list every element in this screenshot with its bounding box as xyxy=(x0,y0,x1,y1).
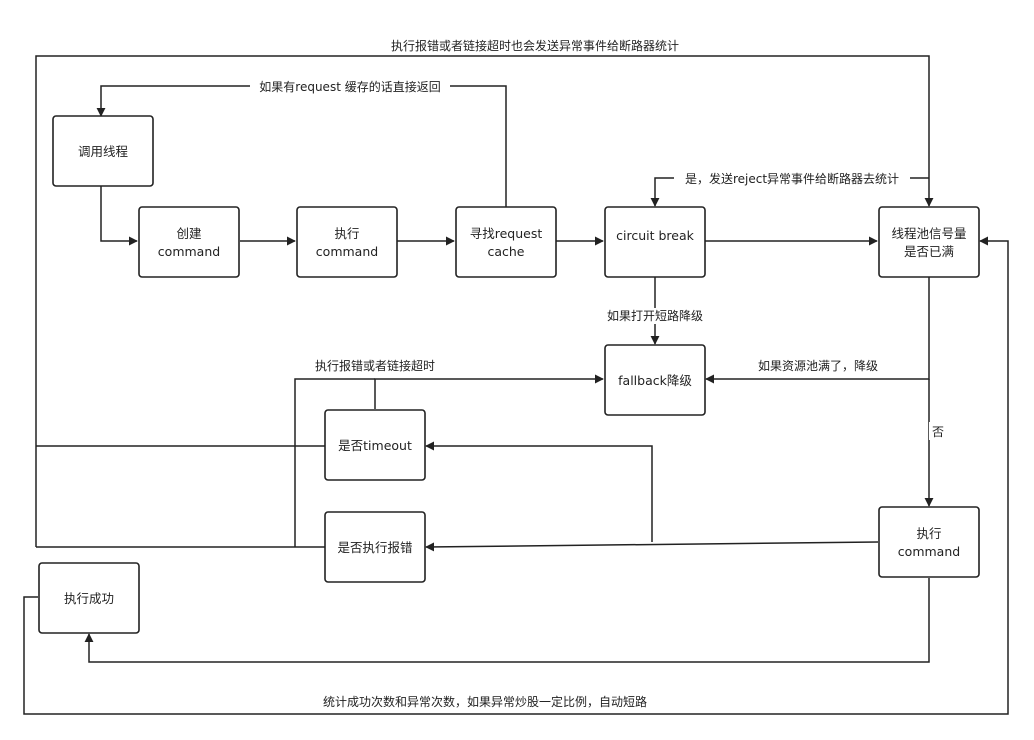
node-find-request-cache-line1: 寻找request xyxy=(470,226,543,241)
node-create-command-line1: 创建 xyxy=(176,226,202,241)
edge-call-to-create xyxy=(100,186,138,246)
node-call-thread-label: 调用线程 xyxy=(78,144,129,159)
node-create-command-line2: command xyxy=(158,244,220,259)
node-is-timeout[interactable]: 是否timeout xyxy=(324,409,426,481)
node-threadpool-full[interactable]: 线程池信号量 是否已满 xyxy=(878,206,980,278)
edge-stats-loop xyxy=(23,236,1009,715)
node-find-request-cache-line2: cache xyxy=(487,244,524,259)
node-execute-command-line1: 执行 xyxy=(334,226,359,241)
label-reject-report: 是，发送reject异常事件给断路器去统计 xyxy=(685,171,899,186)
node-execute-command-2[interactable]: 执行 command xyxy=(878,506,980,578)
node-execute-command-2-line1: 执行 xyxy=(916,526,941,541)
label-error-timeout-report: 执行报错或者链接超时也会发送异常事件给断路器统计 xyxy=(391,38,679,53)
edge-timeout-to-fallback xyxy=(374,374,604,409)
edge-execute2-to-success xyxy=(84,578,930,663)
node-fallback-label: fallback降级 xyxy=(618,373,692,388)
node-is-timeout-label: 是否timeout xyxy=(338,438,412,453)
node-execute-success[interactable]: 执行成功 xyxy=(38,562,140,634)
node-threadpool-full-line2: 是否已满 xyxy=(904,244,954,259)
edge-execute2-to-error xyxy=(425,541,879,552)
node-execute-success-label: 执行成功 xyxy=(64,591,114,606)
node-execute-command[interactable]: 执行 command xyxy=(296,206,398,278)
node-find-request-cache[interactable]: 寻找request cache xyxy=(455,206,557,278)
label-cache-return: 如果有request 缓存的话直接返回 xyxy=(259,79,440,94)
node-is-error[interactable]: 是否执行报错 xyxy=(324,511,426,583)
edge-error-to-fallback xyxy=(294,378,375,547)
edge-labels: 执行报错或者链接超时也会发送异常事件给断路器统计 如果有request 缓存的话… xyxy=(250,38,947,709)
edge-error-report-loop xyxy=(35,55,934,547)
node-create-command[interactable]: 创建 command xyxy=(138,206,240,278)
edges xyxy=(23,55,1009,715)
label-pool-full-fallback: 如果资源池满了，降级 xyxy=(758,358,878,373)
node-fallback[interactable]: fallback降级 xyxy=(604,344,706,416)
node-circuit-break[interactable]: circuit break xyxy=(604,206,706,278)
node-call-thread[interactable]: 调用线程 xyxy=(52,115,154,187)
label-error-or-timeout: 执行报错或者链接超时 xyxy=(315,358,435,373)
node-execute-command-line2: command xyxy=(316,244,378,259)
node-circuit-break-label: circuit break xyxy=(616,228,695,243)
node-is-error-label: 是否执行报错 xyxy=(337,540,412,555)
label-open-circuit-fallback: 如果打开短路降级 xyxy=(607,308,703,323)
label-no: 否 xyxy=(932,425,944,439)
node-execute-command-2-line2: command xyxy=(898,544,960,559)
edge-execute2-to-timeout xyxy=(425,441,653,542)
label-stats-auto-break: 统计成功次数和异常次数，如果异常炒股一定比例，自动短路 xyxy=(323,694,647,709)
edge-cache-return xyxy=(96,85,507,207)
node-threadpool-full-line1: 线程池信号量 xyxy=(891,226,966,241)
